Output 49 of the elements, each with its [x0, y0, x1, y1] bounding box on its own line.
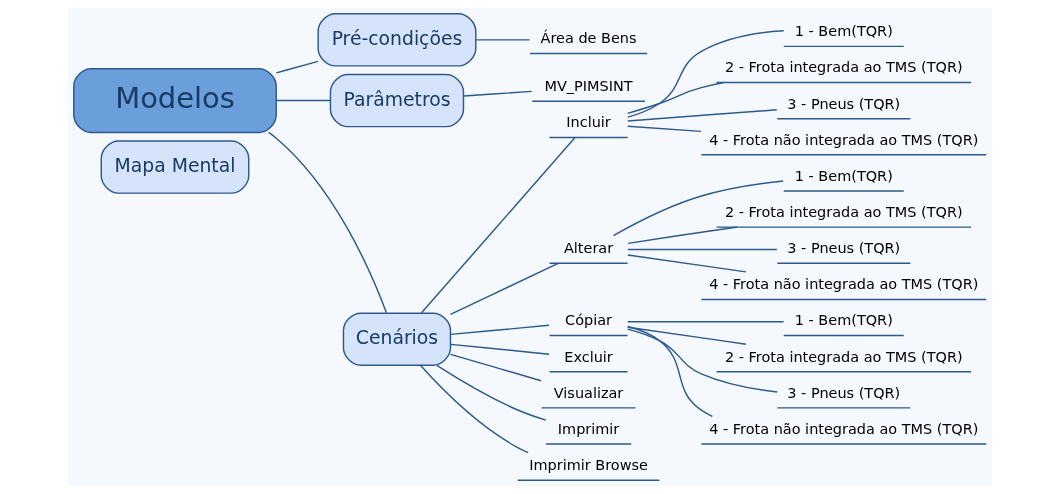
node-text: Incluir [566, 114, 611, 131]
node-text: 2 - Frota integrada ao TMS (TQR) [724, 59, 963, 76]
connector [627, 328, 778, 393]
node-text: 2 - Frota integrada ao TMS (TQR) [724, 348, 963, 365]
connector [449, 353, 542, 382]
connector [627, 125, 702, 133]
node-text: 1 - Bem(TQR) [794, 167, 893, 184]
node-text: 3 - Pneus (TQR) [787, 95, 901, 112]
connector [626, 325, 714, 418]
connector [627, 254, 747, 273]
node-text: 3 - Pneus (TQR) [787, 240, 901, 257]
node-text: 4 - Frota não integrada ao TMS (TQR) [709, 276, 979, 293]
node-text: Alterar [563, 240, 614, 257]
node-text: 1 - Bem(TQR) [794, 312, 893, 329]
connector [449, 324, 550, 336]
node-text: 3 - Pneus (TQR) [787, 384, 901, 401]
connector [627, 248, 778, 251]
connector [463, 90, 533, 97]
connector [627, 109, 778, 122]
connector [627, 321, 785, 323]
node-box: Parâmetros [329, 73, 465, 128]
node-text: Imprimir Browse [529, 457, 648, 474]
node-text: 4 - Frota não integrada ao TMS (TQR) [709, 131, 979, 148]
node-box: Mapa Mental [100, 140, 250, 194]
connector [420, 137, 576, 314]
node-text: MV_PIMSINT [544, 78, 633, 95]
connector [612, 180, 784, 237]
node-text: Excluir [564, 348, 613, 365]
node-text: 4 - Frota não integrada ao TMS (TQR) [709, 420, 979, 437]
node-text: Área de Bens [540, 30, 637, 47]
connector [267, 131, 388, 314]
node-box: Modelos [73, 68, 277, 134]
node-text: 1 - Bem(TQR) [794, 23, 893, 40]
connector [275, 99, 331, 102]
connector [475, 39, 531, 41]
node-box: Pré-condições [317, 13, 477, 67]
node-box: Cenários [342, 312, 452, 366]
node-text: Imprimir [557, 420, 620, 437]
connector [449, 262, 559, 316]
node-text: Cópiar [565, 312, 613, 329]
connector [626, 81, 725, 115]
connector [419, 364, 529, 454]
connector [627, 30, 785, 118]
connector [627, 226, 738, 245]
node-text: Visualizar [553, 384, 624, 401]
node-text: 2 - Frota integrada ao TMS (TQR) [724, 204, 963, 220]
connector [275, 60, 319, 74]
connector [449, 343, 550, 355]
connector [436, 364, 547, 421]
